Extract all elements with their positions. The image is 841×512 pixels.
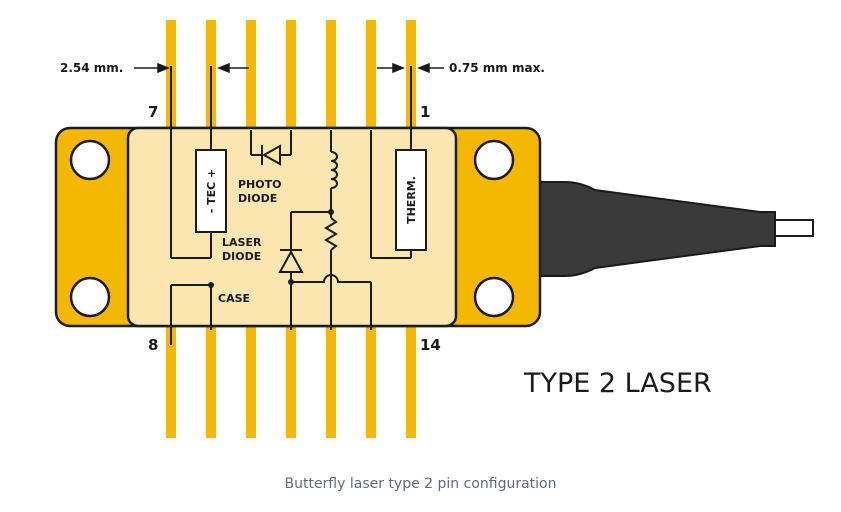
junction-dot xyxy=(288,279,294,285)
case-label: CASE xyxy=(218,292,250,305)
mounting-hole xyxy=(69,276,111,318)
thermistor-box xyxy=(395,149,427,251)
pin xyxy=(206,325,216,438)
pin xyxy=(286,325,296,438)
diagram-title: TYPE 2 LASER xyxy=(523,368,712,399)
junction-dots xyxy=(208,209,334,288)
mounting-hole xyxy=(473,139,515,181)
photo-diode-label-line1: PHOTO xyxy=(238,178,281,191)
pin-label-14: 14 xyxy=(420,336,441,354)
photo-diode-label: PHOTO DIODE xyxy=(238,178,285,205)
mounting-hole xyxy=(473,276,515,318)
bottom-pins xyxy=(166,325,416,438)
pin xyxy=(406,325,416,438)
pin-label-7: 7 xyxy=(148,103,158,121)
pin-label-8: 8 xyxy=(148,336,158,354)
laser-diode-icon xyxy=(278,249,304,273)
junction-dot xyxy=(208,282,214,288)
tec-box xyxy=(195,149,227,233)
fiber-end xyxy=(774,219,814,237)
laser-diode-label-line2: DIODE xyxy=(222,250,261,263)
pin xyxy=(326,325,336,438)
tec-label: - TEC + xyxy=(205,169,218,214)
internal-wiring xyxy=(170,66,412,345)
pin xyxy=(246,20,256,130)
pin xyxy=(326,20,336,130)
laser-diode-label-line1: LASER xyxy=(222,236,262,249)
pin xyxy=(166,325,176,438)
pin xyxy=(286,20,296,130)
pin xyxy=(246,325,256,438)
butterfly-laser-diagram: - TEC + THERM. PHOTO DIODE LASER DIODE C… xyxy=(54,20,814,438)
photo-diode-icon xyxy=(261,144,281,166)
top-pins xyxy=(166,20,416,130)
pin-label-1: 1 xyxy=(420,103,430,121)
pitch-dimension-label: 2.54 mm. xyxy=(60,61,123,75)
junction-dot xyxy=(328,209,334,215)
photo-diode-label-line2: DIODE xyxy=(238,192,277,205)
mounting-hole xyxy=(69,139,111,181)
width-dimension-label: 0.75 mm max. xyxy=(449,61,545,75)
figure-caption: Butterfly laser type 2 pin configuration xyxy=(284,476,557,492)
thermistor-label: THERM. xyxy=(405,176,418,224)
dimension-arrows xyxy=(134,62,444,74)
laser-diode-label: LASER DIODE xyxy=(222,236,265,263)
pin xyxy=(366,325,376,438)
pin xyxy=(366,20,376,130)
